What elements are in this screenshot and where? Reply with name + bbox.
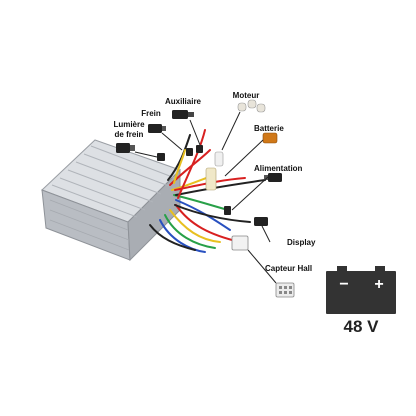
connector-cream-plugs xyxy=(205,151,224,191)
label-display: Display xyxy=(287,238,316,247)
connector-display xyxy=(254,217,268,226)
label-alimentation: Alimentation xyxy=(254,164,303,173)
battery-icon xyxy=(326,266,396,314)
label-auxiliaire: Auxiliaire xyxy=(164,97,201,106)
connector-lumiere xyxy=(116,143,135,153)
label-capteur-hall: Capteur Hall xyxy=(265,264,313,273)
leader-lines xyxy=(134,111,277,284)
wire-bundle xyxy=(149,129,266,253)
battery-plus: + xyxy=(374,276,384,293)
connector-alimentation xyxy=(264,173,282,182)
connector-frein xyxy=(148,124,166,133)
connector-moteur xyxy=(237,99,266,113)
label-batterie: Batterie xyxy=(254,124,284,133)
label-moteur: Moteur xyxy=(232,91,260,100)
connector-hall-plug xyxy=(231,235,249,251)
connector-auxiliaire xyxy=(172,110,194,119)
controller-box xyxy=(41,139,181,262)
label-lumiere-de-frein: Lumière de frein xyxy=(113,120,145,139)
battery-voltage-label: 48 V xyxy=(343,317,379,336)
connector-small-blacks xyxy=(157,145,231,215)
label-frein: Frein xyxy=(141,109,161,118)
connector-capteur-hall xyxy=(275,282,295,298)
connector-batterie xyxy=(262,132,278,144)
battery-minus: − xyxy=(339,276,349,293)
